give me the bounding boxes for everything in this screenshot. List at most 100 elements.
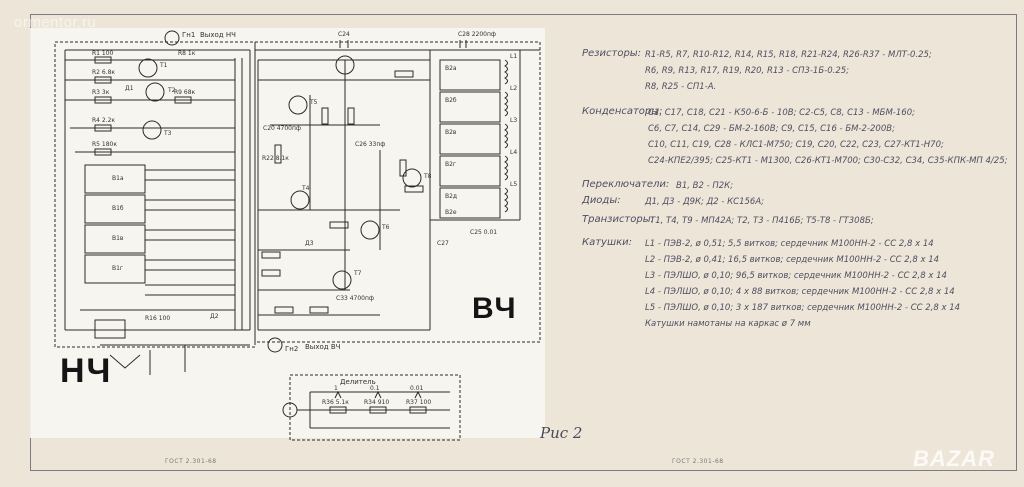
- coils-line-5: L5 - ПЭЛШО, ø 0,10; 3 х 187 витков; серд…: [645, 303, 961, 313]
- coils-line-1: L1 - ПЭВ-2, ø 0,51; 5,5 витков; сердечни…: [645, 239, 934, 249]
- capacitors-label: Конденсаторы:: [582, 106, 663, 117]
- switch-b1a: [84, 164, 146, 194]
- resistor-r1: [94, 56, 112, 64]
- label-r8: R8 1к: [178, 50, 196, 57]
- label-c28: C28 2200пф: [458, 31, 496, 38]
- transistor-t5: [288, 95, 308, 115]
- label-gn1: Гн1: [182, 31, 195, 39]
- label-t4: Т4: [301, 185, 310, 192]
- label-b2d: В2д: [445, 193, 457, 200]
- label-t8: Т8: [423, 173, 432, 180]
- coil-l4: [504, 155, 508, 181]
- output-jack-gn1: [164, 30, 180, 46]
- label-divider: Делитель: [340, 378, 376, 386]
- transistor-t6: [360, 220, 380, 240]
- label-d3: Д3: [305, 240, 314, 247]
- label-l1: L1: [510, 53, 517, 60]
- coil-l3: [504, 123, 508, 149]
- switch-b2b: [439, 91, 501, 123]
- schematic-paper: [30, 28, 545, 438]
- resistors-line-3: R8, R25 - СП1-А.: [645, 82, 717, 92]
- label-d1: Д1: [125, 85, 134, 92]
- transistor-t3: [142, 120, 162, 140]
- label-t5: Т5: [309, 99, 318, 106]
- label-b1b: В1б: [112, 205, 124, 212]
- label-r37: R37 100: [406, 399, 431, 406]
- label-t2: Т2: [167, 87, 176, 94]
- resistor-r36: [329, 406, 347, 414]
- resistors-label: Резисторы:: [582, 48, 642, 59]
- lf-section-label: НЧ: [60, 352, 113, 390]
- label-r36: R36 5.1к: [322, 399, 349, 406]
- label-t6: Т6: [381, 224, 390, 231]
- transistor-t1: [138, 58, 158, 78]
- switches-value: В1, В2 - П2К;: [676, 181, 734, 191]
- label-c25: C25 0.01: [470, 229, 497, 236]
- coils-note: Катушки намотаны на каркас ø 7 мм: [645, 319, 811, 329]
- resistors-line-1: R1-R5, R7, R10-R12, R14, R15, R18, R21-R…: [645, 50, 932, 60]
- transistor-t4: [290, 190, 310, 210]
- label-c20: C20 4700пф: [263, 125, 301, 132]
- coils-line-3: L3 - ПЭЛШО, ø 0,10; 96,5 витков; сердечн…: [645, 271, 947, 281]
- coil-l5: [504, 187, 508, 213]
- coil-l2: [504, 91, 508, 117]
- resistor-r9: [174, 96, 192, 104]
- resistor-r3: [94, 96, 112, 104]
- label-r22: R22 8.1к: [262, 155, 289, 162]
- switch-b2a: [439, 59, 501, 91]
- coil-l1: [504, 59, 508, 85]
- label-r5: R5 180к: [92, 141, 117, 148]
- resistor-r2: [94, 76, 112, 84]
- switch-b2v: [439, 123, 501, 155]
- transistors-label: Транзисторы:: [582, 214, 654, 225]
- label-tap-01: 0.1: [370, 385, 380, 392]
- diodes-label: Диоды:: [582, 195, 621, 206]
- resistor-r4: [94, 124, 112, 132]
- divider-outline: [289, 374, 461, 441]
- resistor-r22: [274, 144, 282, 164]
- output-jack-gn2: [267, 337, 283, 353]
- label-b2e: В2е: [445, 209, 457, 216]
- transistor-t2: [145, 82, 165, 102]
- label-out-lf: Выход НЧ: [200, 31, 236, 39]
- label-c24: C24: [338, 31, 350, 38]
- diodes-value: Д1, Д3 - Д9К; Д2 - КС156А;: [645, 197, 765, 207]
- label-t3: Т3: [163, 130, 172, 137]
- transistors-value: Т1, Т4, Т9 - МП42А; Т2, Т3 - П416Б; Т5-Т…: [650, 216, 874, 226]
- label-b2g: В2г: [445, 161, 456, 168]
- label-r16: R16 100: [145, 315, 170, 322]
- switch-b1b: [84, 194, 146, 224]
- resistor-r5: [94, 148, 112, 156]
- label-c33: C33 4700пф: [336, 295, 374, 302]
- gost-stamp-1: ГОСТ 2.301-68: [165, 458, 217, 465]
- coils-label: Катушки:: [582, 237, 633, 248]
- capacitors-line-1: C1, C17, C18, C21 - К50-6-Б - 10В; C2-C5…: [648, 108, 915, 118]
- label-l3: L3: [510, 117, 517, 124]
- label-b1g: В1г: [112, 265, 123, 272]
- label-r2: R2 6.8к: [92, 69, 115, 76]
- label-r9: R9 68к: [174, 89, 196, 96]
- label-r3: R3 3к: [92, 89, 110, 96]
- label-r4: R4 2.2к: [92, 117, 115, 124]
- transistor-t-hf1: [335, 55, 355, 75]
- resistor-r34: [369, 406, 387, 414]
- label-l2: L2: [510, 85, 517, 92]
- label-out-hf: Выход ВЧ: [305, 343, 341, 351]
- label-l5: L5: [510, 181, 517, 188]
- capacitors-line-3: C10, C11, C19, C28 - КЛС1-М750; C19, C20…: [648, 140, 944, 150]
- coils-line-2: L2 - ПЭВ-2, ø 0,41; 16,5 витков; сердечн…: [645, 255, 940, 265]
- resistor-r37: [409, 406, 427, 414]
- lf-block-outline: [54, 41, 256, 348]
- label-b2b: В2б: [445, 97, 457, 104]
- label-b2a: В2а: [445, 65, 457, 72]
- switches-label: Переключатели:: [582, 179, 670, 190]
- gost-stamp-2: ГОСТ 2.301-68: [672, 458, 724, 465]
- label-gn2: Гн2: [285, 345, 298, 353]
- capacitors-line-4: C24-КПЕ2/395; C25-КТ1 - М1300, C26-КТ1-М…: [648, 156, 1008, 166]
- label-t1: Т1: [159, 62, 168, 69]
- switch-bottom: [94, 319, 126, 339]
- resistors-line-2: R6, R9, R13, R17, R19, R20, R13 - СП3-1Б…: [645, 66, 850, 76]
- label-b1a: В1а: [112, 175, 124, 182]
- label-c27: C27: [437, 240, 449, 247]
